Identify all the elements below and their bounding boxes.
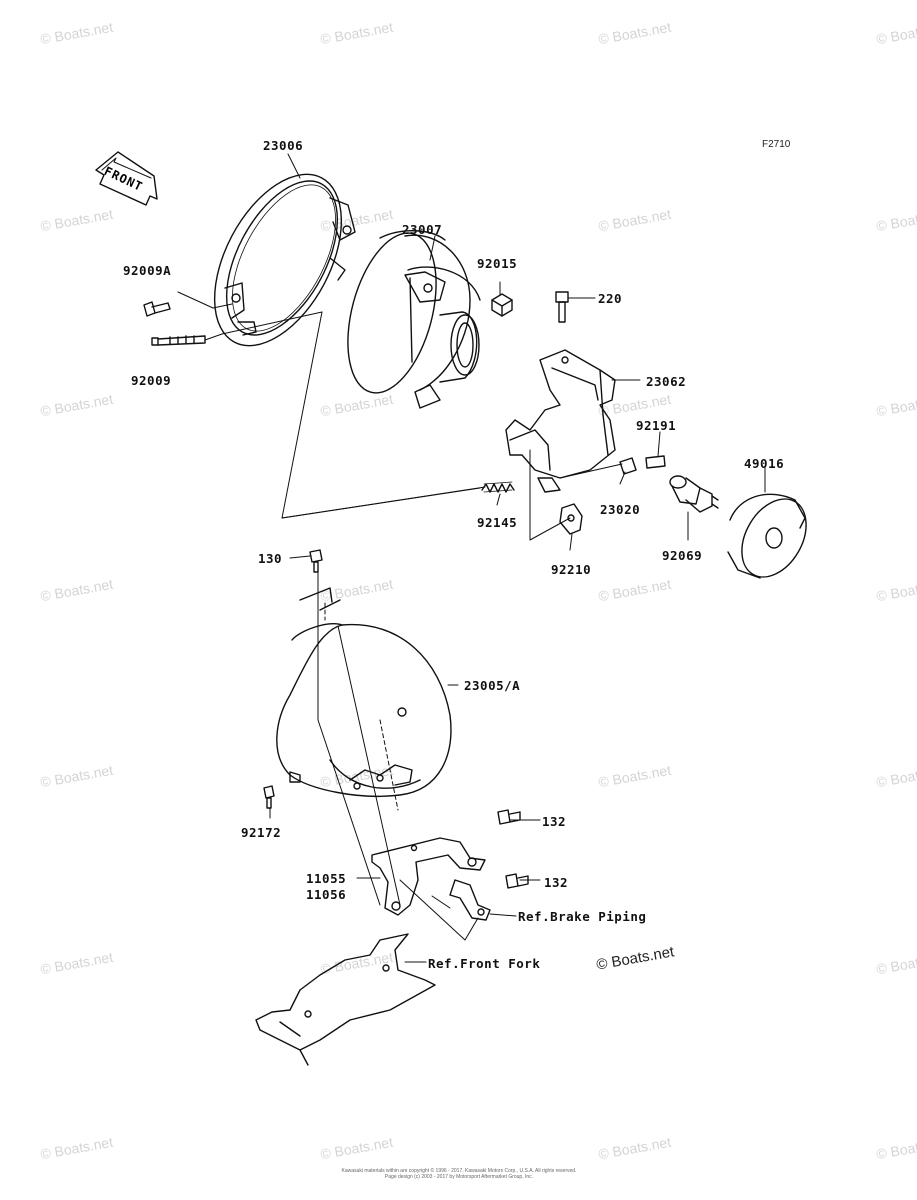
washer-92210 bbox=[559, 503, 583, 535]
part-label-11056: 11056 bbox=[306, 887, 347, 902]
part-label-23005a: 23005/A bbox=[464, 678, 521, 693]
part-label-49016: 49016 bbox=[744, 456, 785, 471]
alignment-lines bbox=[281, 311, 623, 941]
front-fork bbox=[255, 933, 436, 1066]
part-label-23062: 23062 bbox=[646, 374, 687, 389]
part-label-92009a: 92009A bbox=[123, 263, 172, 278]
footer-line-2: Page design (c) 2003 - 2017 by Motorspor… bbox=[384, 1174, 534, 1180]
headlight-housing bbox=[276, 587, 452, 797]
screw-92009a bbox=[143, 301, 171, 317]
footer-line-1: Kawasaki materials within are copyright … bbox=[341, 1168, 577, 1174]
part-label-23020: 23020 bbox=[600, 502, 641, 517]
headlight-rim bbox=[213, 173, 356, 347]
sleeve-92191 bbox=[645, 455, 666, 469]
ref-brake-piping-label: Ref.Brake Piping bbox=[518, 909, 647, 924]
front-arrow-icon bbox=[95, 151, 158, 206]
part-label-23007: 23007 bbox=[402, 222, 443, 237]
clip-23020 bbox=[619, 457, 637, 475]
brake-clamp bbox=[449, 879, 491, 921]
leader-lines bbox=[177, 153, 766, 963]
footer-copyright: Kawasaki materials within are copyright … bbox=[299, 1168, 619, 1180]
headlight-unit bbox=[347, 230, 481, 409]
part-label-92009: 92009 bbox=[131, 373, 172, 388]
bolt-130 bbox=[309, 549, 323, 573]
nut-92015 bbox=[491, 293, 513, 317]
part-label-92191: 92191 bbox=[636, 418, 677, 433]
spring-92145 bbox=[481, 481, 515, 493]
bolt-132-lower bbox=[505, 873, 529, 889]
part-label-130: 130 bbox=[258, 551, 283, 566]
part-label-92015: 92015 bbox=[477, 256, 518, 271]
part-label-132-lower: 132 bbox=[544, 875, 569, 890]
part-label-92210: 92210 bbox=[551, 562, 592, 577]
part-label-92069: 92069 bbox=[662, 548, 703, 563]
bolt-132-upper bbox=[497, 809, 521, 825]
part-label-132-upper: 132 bbox=[542, 814, 567, 829]
part-label-220: 220 bbox=[598, 291, 623, 306]
ref-front-fork-label: Ref.Front Fork bbox=[428, 956, 541, 971]
screw-220 bbox=[555, 291, 569, 323]
screw-92172 bbox=[263, 785, 275, 809]
part-label-92172: 92172 bbox=[241, 825, 282, 840]
stay-bracket bbox=[371, 837, 486, 916]
bulb-92069 bbox=[669, 475, 719, 513]
mount-bracket bbox=[505, 349, 616, 493]
part-label-23006: 23006 bbox=[263, 138, 304, 153]
part-label-11055: 11055 bbox=[306, 871, 347, 886]
part-label-92145: 92145 bbox=[477, 515, 518, 530]
screw-92009 bbox=[151, 335, 206, 346]
figure-code: F2710 bbox=[762, 139, 791, 150]
dust-boot-49016 bbox=[727, 493, 807, 579]
